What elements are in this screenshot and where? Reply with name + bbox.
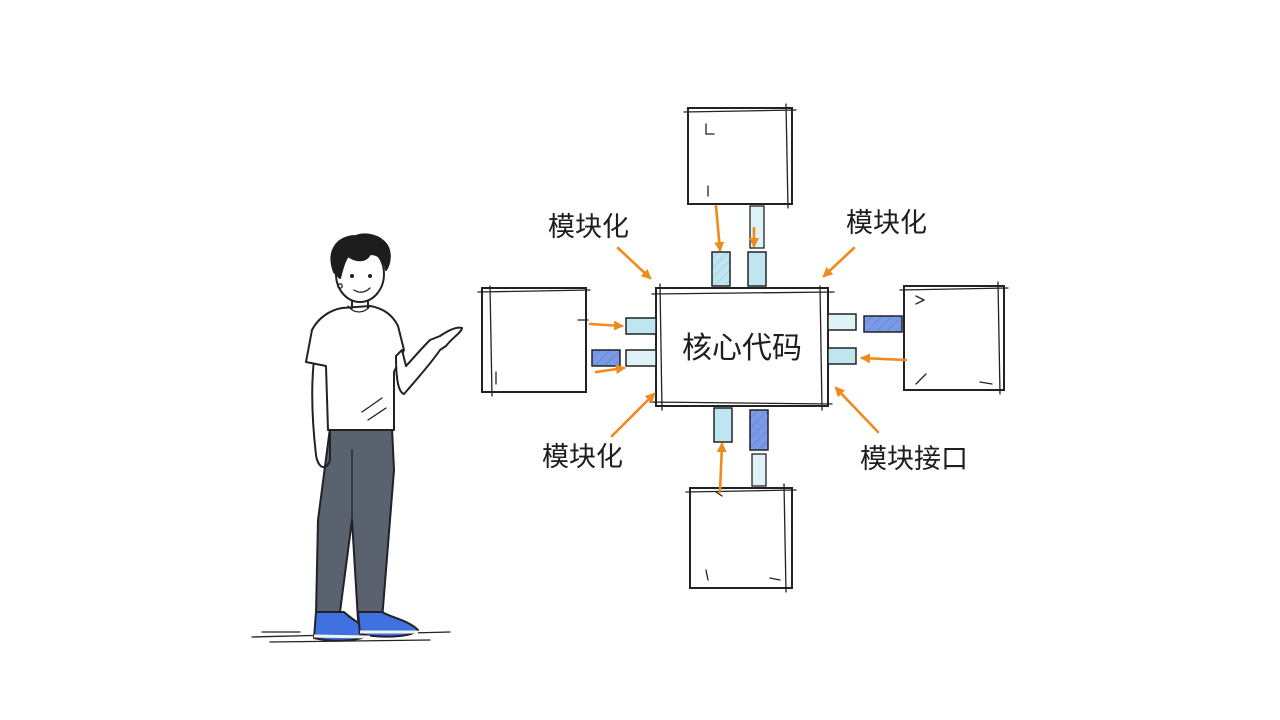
person-shirt	[305, 305, 405, 431]
person-right-shoe	[357, 611, 419, 638]
person-pants	[315, 427, 395, 621]
person-right-arm	[395, 326, 463, 395]
connector-left-lower	[625, 349, 657, 367]
person-pointing-icon	[251, 233, 463, 643]
module-box-right	[899, 281, 1009, 395]
module-box-top	[683, 103, 797, 209]
arrow-left-2	[594, 364, 626, 375]
label-bottom-right: 模块接口	[860, 444, 968, 475]
connector-left-upper	[625, 317, 657, 335]
connector-bottom-left	[713, 407, 733, 443]
connector-right-lower	[827, 347, 857, 365]
module-box-left	[477, 285, 591, 397]
core-box: 核心代码	[649, 283, 835, 411]
arrow-left-1	[588, 320, 624, 331]
arrow-label-top-right	[822, 246, 856, 278]
connector-right-upper	[827, 313, 857, 331]
arrow-label-bottom-right	[834, 386, 880, 434]
connector-top-right	[747, 251, 767, 287]
core-label: 核心代码	[682, 331, 802, 366]
person-hair	[330, 233, 391, 279]
arrow-label-bottom-left	[610, 392, 656, 438]
label-top-right: 模块化	[846, 208, 927, 239]
arrow-bottom-1	[716, 442, 727, 494]
arrow-right-1	[860, 353, 908, 364]
arrow-top-1	[714, 204, 725, 252]
arrows	[588, 204, 908, 494]
module-box-bottom	[685, 483, 797, 593]
label-top-left: 模块化	[548, 212, 629, 243]
arrow-label-top-left	[616, 246, 652, 280]
label-bottom-left: 模块化	[542, 442, 623, 473]
